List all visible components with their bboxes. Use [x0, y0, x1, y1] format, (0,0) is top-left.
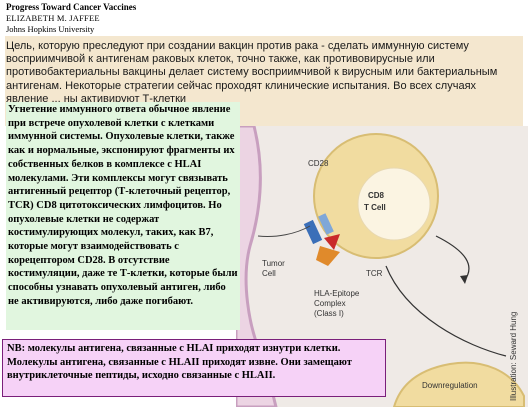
- label-tumor: Tumor: [262, 259, 285, 268]
- downregulated-cell-shape: [392, 361, 525, 408]
- illustration-credit: Illustration: Seward Hung: [509, 312, 518, 401]
- label-cd28: CD28: [308, 159, 329, 168]
- intro-text: Цель, которую преследуют при создании ва…: [6, 40, 498, 105]
- label-cell: Cell: [262, 269, 276, 278]
- cd8-receptor-shape: [318, 213, 334, 235]
- label-cd8: CD8: [368, 191, 385, 200]
- label-downregulation: Downregulation: [422, 381, 478, 390]
- tcr-receptor-shape: [303, 219, 323, 245]
- author-name: ELIZABETH M. JAFFEE: [6, 13, 100, 23]
- nb-note-text: NB: молекулы антигена, связанные с HLAI …: [7, 343, 352, 381]
- label-hla-2: Complex: [314, 299, 346, 308]
- label-hla-1: HLA-Epitope: [314, 289, 360, 298]
- t-cell-nucleus: [357, 167, 431, 241]
- label-hla-3: (Class I): [314, 309, 344, 318]
- green-note-text: Угнетение иммунного ответа обычное явлен…: [8, 104, 238, 307]
- label-tcell: T Cell: [364, 203, 386, 212]
- author-affiliation: Johns Hopkins University: [6, 24, 95, 34]
- nb-note: NB: молекулы антигена, связанные с HLAI …: [2, 339, 386, 397]
- epitope-shape: [324, 234, 340, 250]
- figure-illustration: CD28 CD8 T Cell Tumor Cell TCR HLA-Epito…: [234, 124, 525, 409]
- hla-complex-shape: [316, 246, 340, 266]
- paper-title: Progress Toward Cancer Vaccines: [6, 2, 137, 12]
- immune-suppression-note: Угнетение иммунного ответа обычное явлен…: [6, 102, 240, 330]
- label-tcr: TCR: [366, 269, 383, 278]
